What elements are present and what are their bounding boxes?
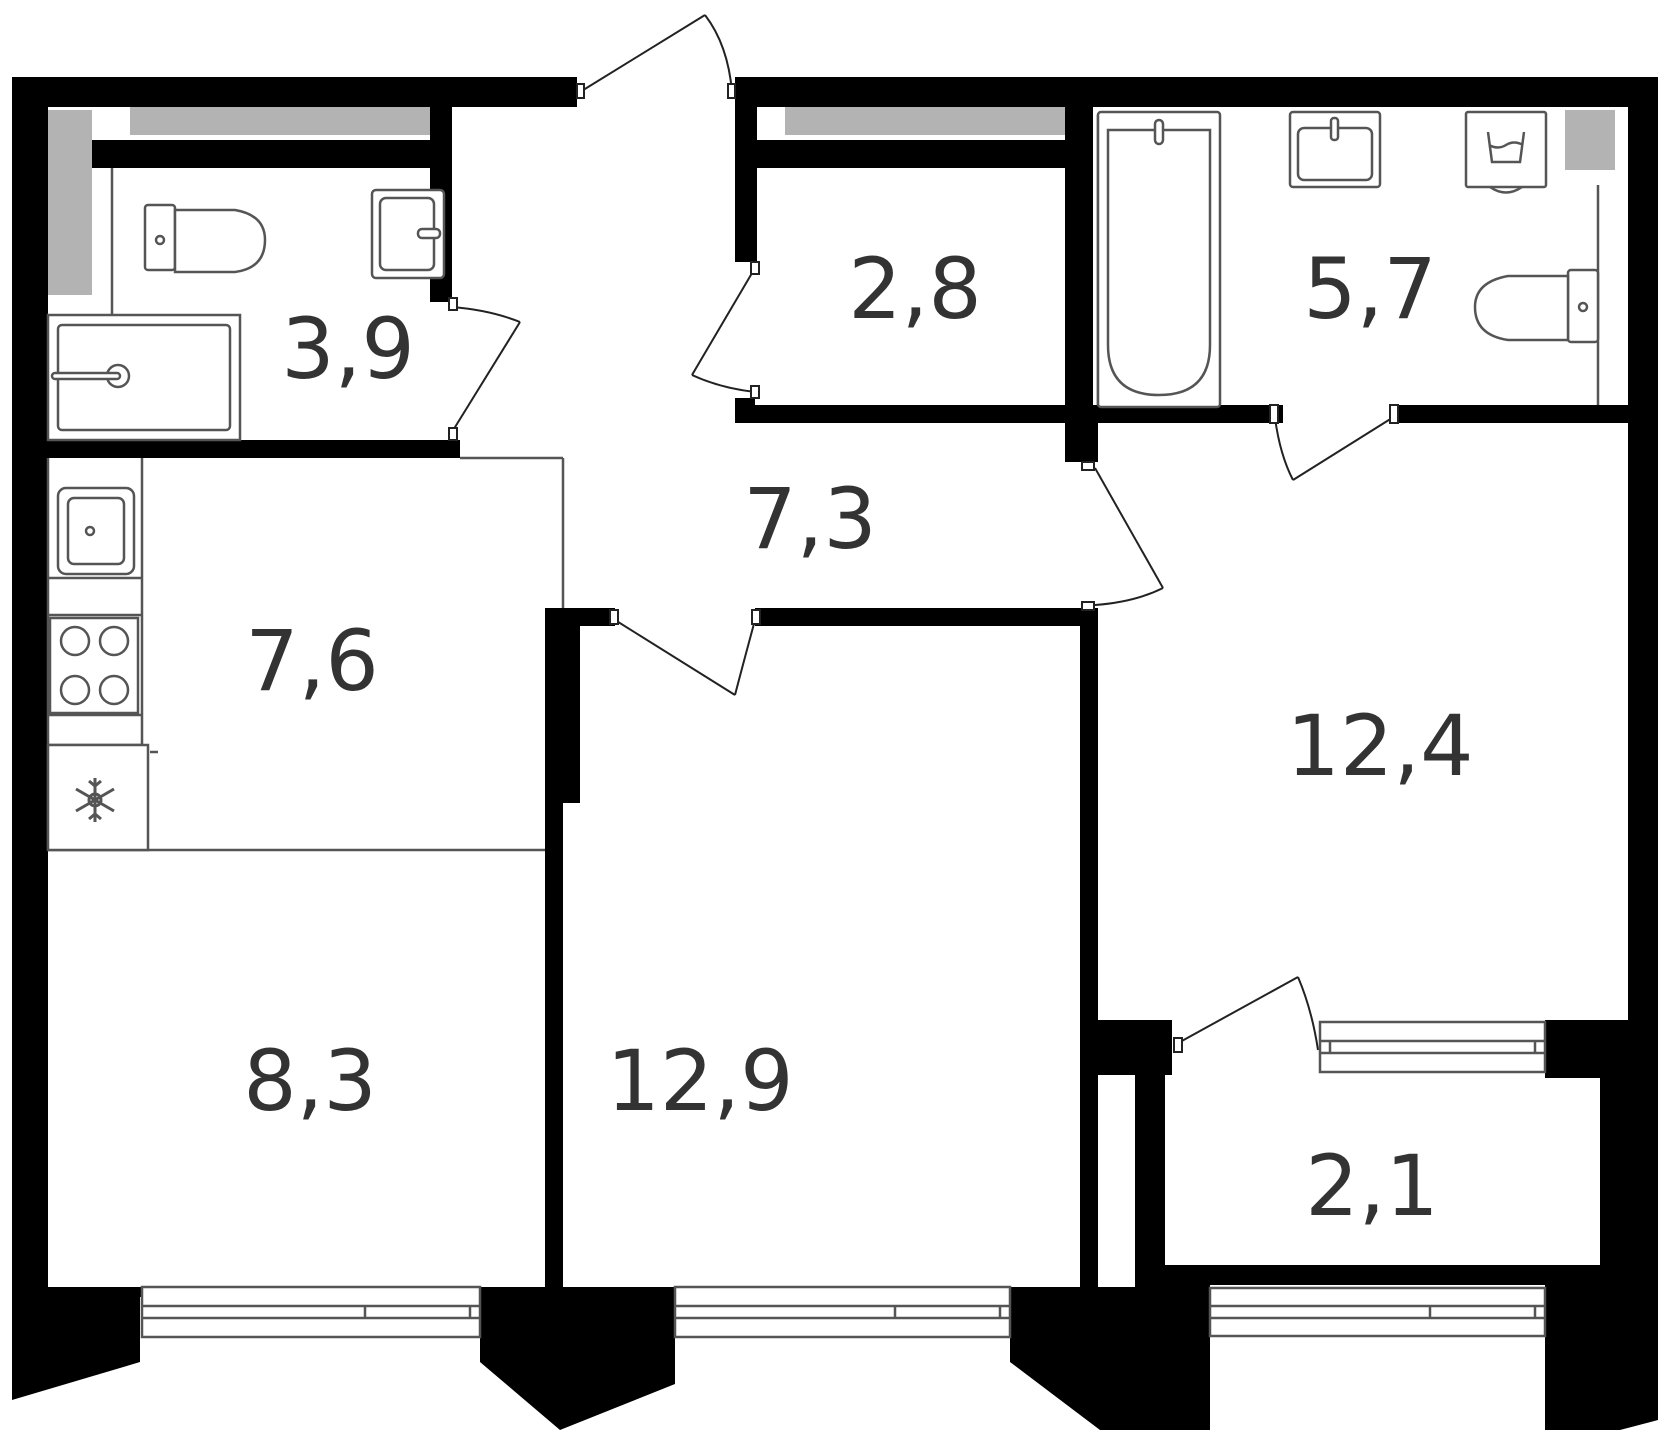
doors [448, 14, 1399, 1053]
windows [140, 1020, 1547, 1339]
room-area-bathroom-small: 3,9 [281, 300, 415, 398]
sink-icon [370, 188, 446, 280]
room-area-bathroom-large: 5,7 [1303, 240, 1437, 338]
sink-icon [56, 486, 136, 576]
toilet-icon [1473, 268, 1600, 344]
walls [12, 77, 1658, 1430]
room-area-labels: 3,9 7,3 2,8 5,7 7,6 8,3 12,9 12,4 2,1 [243, 240, 1473, 1235]
room-area-bedroom-right: 12,4 [1286, 697, 1473, 795]
bathtub-icon [1096, 110, 1222, 409]
sink-icon [1288, 110, 1382, 189]
room-area-hallway: 7,3 [743, 470, 877, 568]
washing-machine-icon [1464, 110, 1548, 194]
shower-tray-icon [46, 313, 242, 442]
stove-icon [48, 616, 140, 715]
fridge-snowflake-icon [46, 743, 158, 852]
room-area-kitchen: 7,6 [245, 612, 379, 710]
room-area-living-room: 8,3 [243, 1032, 377, 1130]
room-area-balcony: 2,1 [1305, 1137, 1439, 1235]
toilet-icon [143, 203, 267, 274]
room-area-bedroom-middle: 12,9 [606, 1032, 793, 1130]
room-area-storage: 2,8 [848, 240, 982, 338]
